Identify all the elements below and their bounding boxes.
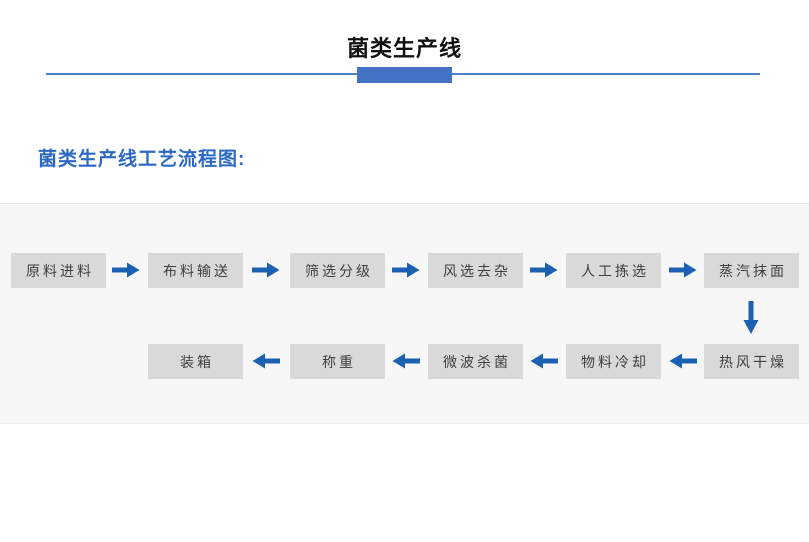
flow-node-screening-grading: 筛选分级 bbox=[290, 253, 385, 288]
arrow-right-icon bbox=[392, 261, 420, 279]
flow-node-raw-material-feed: 原料进料 bbox=[11, 253, 106, 288]
page-title: 菌类生产线 bbox=[346, 36, 462, 61]
flow-node-boxing: 装箱 bbox=[148, 344, 243, 379]
arrow-left-icon bbox=[392, 352, 420, 370]
flowchart-panel: 原料进料 布料输送 筛选分级 风选去杂 人工拣选 蒸汽抹面 热风干燥 物料冷却 … bbox=[0, 203, 809, 424]
arrow-left-icon bbox=[530, 352, 558, 370]
flow-node-microwave-sterilization: 微波杀菌 bbox=[428, 344, 523, 379]
arrow-right-icon bbox=[252, 261, 280, 279]
flow-node-manual-picking: 人工拣选 bbox=[566, 253, 661, 288]
arrow-right-icon bbox=[530, 261, 558, 279]
flow-node-air-sorting: 风选去杂 bbox=[428, 253, 523, 288]
arrow-right-icon bbox=[669, 261, 697, 279]
arrow-left-icon bbox=[669, 352, 697, 370]
flow-node-material-cooling: 物料冷却 bbox=[566, 344, 661, 379]
divider-center-bar bbox=[357, 67, 452, 83]
section-heading: 菌类生产线工艺流程图: bbox=[38, 149, 246, 170]
arrow-right-icon bbox=[112, 261, 140, 279]
arrow-down-icon bbox=[742, 301, 760, 335]
flow-node-hot-air-drying: 热风干燥 bbox=[704, 344, 799, 379]
arrow-left-icon bbox=[252, 352, 280, 370]
flow-node-steam-coating: 蒸汽抹面 bbox=[704, 253, 799, 288]
flow-node-weighing: 称重 bbox=[290, 344, 385, 379]
flow-node-material-conveying: 布料输送 bbox=[148, 253, 243, 288]
